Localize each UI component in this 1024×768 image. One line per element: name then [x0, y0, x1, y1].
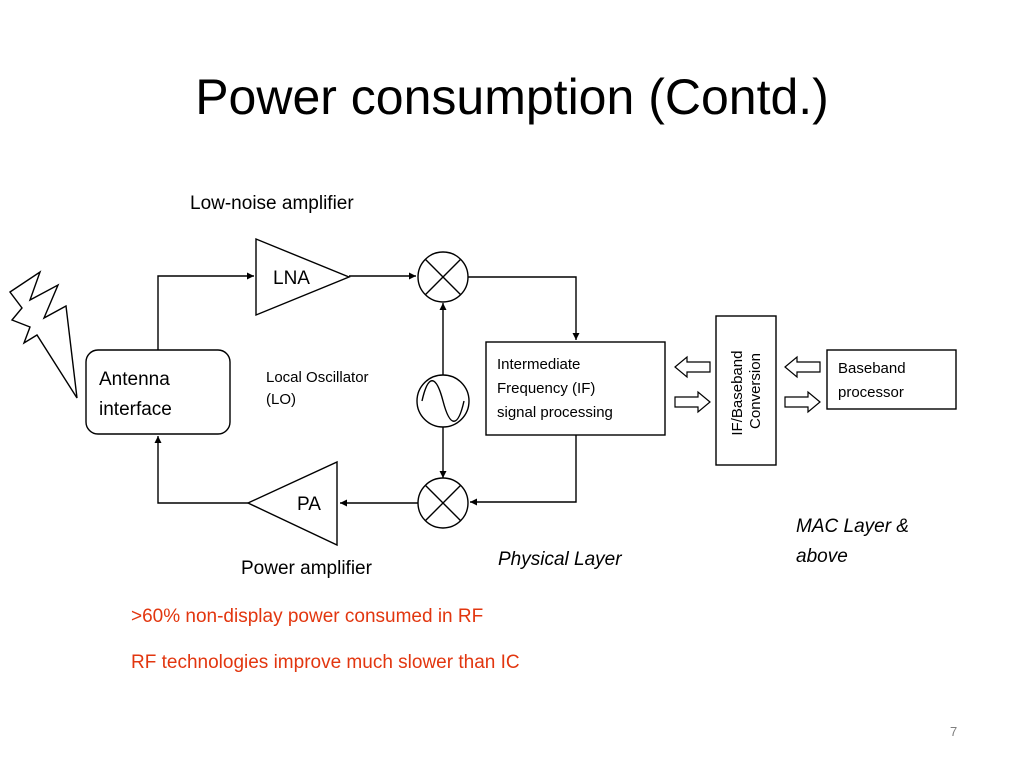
pa-label: PA: [297, 494, 321, 515]
pa-to-antenna-arrow: [154, 436, 248, 504]
low-noise-amplifier-label: Low-noise amplifier: [190, 193, 354, 214]
antenna-interface-box: [85, 349, 231, 435]
local-oscillator: [416, 374, 470, 428]
rf-technology-note: RF technologies improve much slower than…: [131, 652, 520, 673]
if-to-mixer-arrow: [470, 435, 577, 506]
lightning-icon: [8, 270, 78, 399]
lower-mixer: [417, 477, 469, 529]
if-processing-label: Intermediate Frequency (IF) signal proce…: [497, 356, 613, 421]
baseband-processor-label: Baseband processor: [838, 360, 910, 401]
lna-label: LNA: [273, 268, 310, 289]
if-baseband-conversion-label: IF/Baseband Conversion: [729, 346, 764, 435]
power-amplifier-label: Power amplifier: [241, 558, 373, 579]
mac-layer-label: MAC Layer & above: [796, 516, 914, 567]
antenna-interface-label: Antenna interface: [99, 369, 175, 420]
left-hollow-arrow-icon: [674, 355, 711, 379]
pa-amplifier: [246, 460, 338, 547]
physical-layer-label: Physical Layer: [498, 549, 622, 570]
upper-mixer: [417, 251, 469, 303]
slide-number: 7: [950, 724, 958, 739]
rf-power-note: >60% non-display power consumed in RF: [131, 606, 484, 627]
right-hollow-arrow-icon: [784, 390, 821, 414]
baseband-processor-box: [826, 349, 957, 410]
right-hollow-arrow-icon: [674, 390, 711, 414]
mixer-to-if-arrow: [468, 276, 580, 340]
antenna-to-lna-arrow: [157, 272, 254, 350]
lna-amplifier: [255, 237, 351, 317]
if-processing-box: [485, 341, 666, 436]
left-hollow-arrow-icon: [784, 355, 821, 379]
local-oscillator-label: Local Oscillator (LO): [266, 369, 373, 408]
page-title: Power consumption (Contd.): [195, 69, 829, 125]
if-baseband-conversion-box: [715, 315, 777, 466]
